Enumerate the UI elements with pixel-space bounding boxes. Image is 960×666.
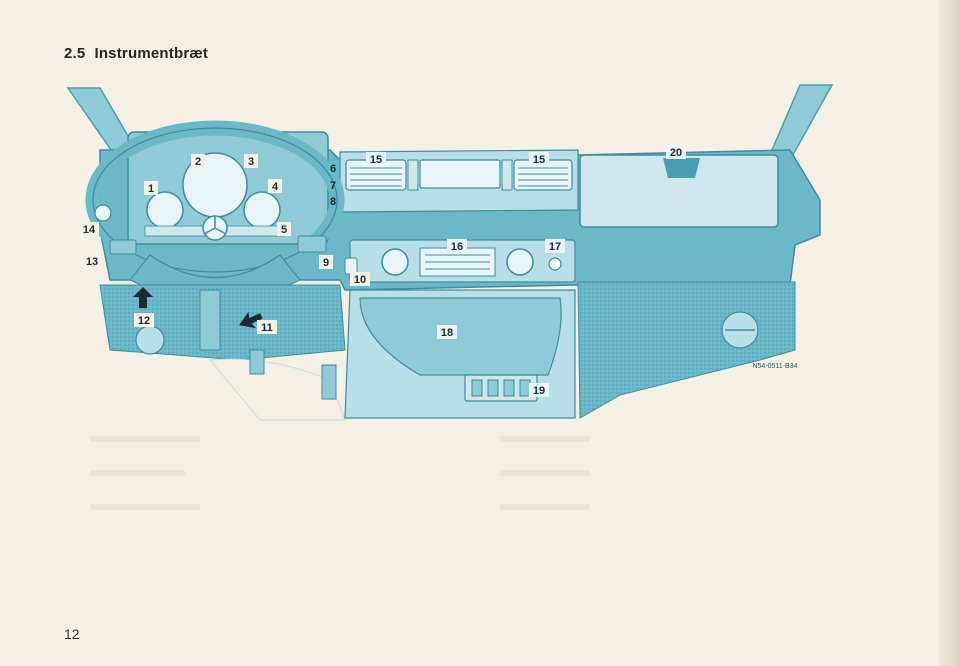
- callout-box: [82, 254, 102, 268]
- callout-box: [319, 255, 333, 269]
- mercedes-star-lines: [203, 216, 227, 235]
- callout-box: [350, 272, 370, 286]
- callout-8: 8: [330, 196, 336, 208]
- climate-knob-right: [506, 248, 534, 276]
- section-heading: 2.5 Instrumentbræt: [64, 45, 208, 62]
- callout-18: 18: [441, 327, 453, 339]
- left-switch-panel: [109, 239, 137, 255]
- steering-wheel-outline: [92, 127, 338, 273]
- gauge-left: [146, 191, 184, 229]
- show-through-line: [90, 436, 200, 442]
- callout-box: [529, 383, 549, 397]
- callout-12: 12: [138, 315, 150, 327]
- figure-code: N54-0511-B34: [752, 363, 797, 370]
- callout-9: 9: [323, 257, 329, 269]
- callout-box: [257, 320, 277, 334]
- show-through-line: [500, 436, 590, 442]
- callout-1: 1: [148, 183, 154, 195]
- callout-17: 17: [549, 241, 561, 253]
- callout-box: [244, 154, 258, 168]
- section-number: 2.5: [64, 45, 86, 62]
- callout-box: [447, 239, 467, 253]
- right-switch-panel: [297, 235, 327, 253]
- page-number: 12: [64, 626, 80, 642]
- callout-box: [529, 152, 549, 166]
- callout-19: 19: [533, 385, 545, 397]
- callout-5: 5: [281, 224, 287, 236]
- arrow-pointer-icon: [239, 311, 263, 329]
- callout-box: [666, 145, 686, 159]
- cigarette-lighter: [548, 257, 562, 271]
- ignition-switch: [344, 257, 358, 275]
- show-through-line: [90, 470, 185, 476]
- passenger-seat-cutout: [600, 360, 800, 420]
- callout-15-right: 15: [533, 154, 545, 166]
- show-through-line: [500, 470, 590, 476]
- steering-column: [199, 289, 221, 351]
- callout-box: [277, 222, 291, 236]
- left-speaker: [135, 325, 165, 355]
- callout-box: [79, 222, 99, 236]
- brake-pedal: [249, 349, 265, 375]
- callout-20: 20: [670, 147, 682, 159]
- callout-6: 6: [330, 163, 336, 175]
- vent-wheel-left: [407, 159, 419, 191]
- callout-box: [134, 313, 154, 327]
- glove-box-handle: [663, 158, 700, 178]
- callout-14: 14: [83, 224, 96, 236]
- callout-16: 16: [451, 241, 463, 253]
- storage-tray: [359, 297, 562, 376]
- callout-13: 13: [86, 256, 98, 268]
- air-vent-right-slats: [518, 167, 568, 187]
- accelerator-pedal: [321, 364, 337, 400]
- callout-box: [366, 152, 386, 166]
- arrow-up-icon: [133, 287, 153, 308]
- callout-10: 10: [354, 274, 366, 286]
- headlight-switch: [94, 204, 112, 222]
- climate-knob-left: [381, 248, 409, 276]
- callout-labels: 1 2 3 4 5 6 7 8 9 10 11 12 13 14 15: [79, 145, 686, 397]
- air-vent-left-slats: [350, 167, 402, 187]
- gauge-right: [243, 191, 281, 229]
- vent-wheel-right: [501, 159, 513, 191]
- callout-2: 2: [195, 156, 201, 168]
- show-through-line: [500, 504, 590, 510]
- section-title: Instrumentbræt: [94, 45, 209, 62]
- callout-15-left: 15: [370, 154, 382, 166]
- callout-4: 4: [272, 181, 279, 193]
- show-through-line: [90, 504, 200, 510]
- callout-box: [268, 179, 282, 193]
- callout-box: [437, 325, 457, 339]
- callout-box: [545, 239, 565, 253]
- callout-box: [191, 154, 205, 168]
- callout-3: 3: [248, 156, 254, 168]
- callout-11: 11: [261, 322, 273, 334]
- callout-box: [144, 181, 158, 195]
- center-display-panel: [419, 159, 501, 189]
- console-switches: [471, 379, 531, 397]
- page-spine-shadow: [938, 0, 960, 666]
- climate-slider-lines: [425, 254, 490, 270]
- callout-7: 7: [330, 180, 336, 192]
